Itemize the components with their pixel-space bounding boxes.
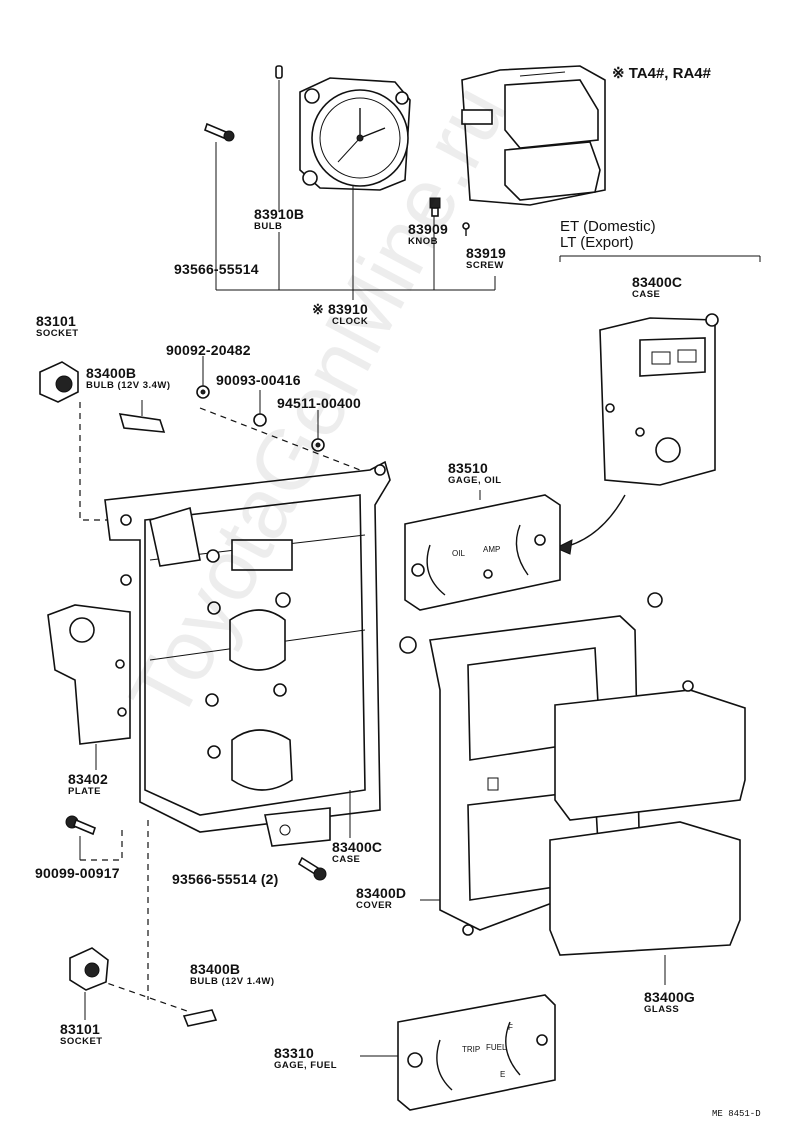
leader-lines-top <box>215 80 761 300</box>
variant-domestic: ET (Domestic) <box>560 218 656 235</box>
tiny-screw-drawing <box>462 222 470 236</box>
grommet-drawing <box>311 410 325 452</box>
part-label-90099: 90099-00917 <box>35 865 120 881</box>
variant-export: LT (Export) <box>560 234 634 251</box>
glass-drawing <box>549 680 746 985</box>
socket-top-drawing <box>39 361 79 403</box>
fuel-gauge-e-text: E <box>500 1070 505 1079</box>
part-label-90093: 90093-00416 <box>216 372 301 388</box>
arrow-line <box>559 494 626 549</box>
fuel-gauge-fuel-text: FUEL <box>486 1043 507 1052</box>
main-case-drawing <box>104 460 391 847</box>
fuel-gauge-trip-text: TRIP <box>462 1045 480 1054</box>
fuel-gauge-f-text: F <box>508 1023 513 1032</box>
clock-knob-drawing <box>429 197 441 217</box>
oil-gauge-drawing: OIL AMP <box>404 490 561 611</box>
oil-gauge-oil-text: OIL <box>452 549 465 558</box>
bulb-1w-drawing <box>182 1009 218 1027</box>
clock-module-drawing <box>461 65 606 206</box>
oil-gauge-amp-text: AMP <box>483 545 500 554</box>
small-case-drawing <box>599 313 719 486</box>
fuel-gauge-drawing: TRIP FUEL F E <box>360 994 556 1111</box>
model-note: ※ TA4#, RA4# <box>612 65 711 82</box>
clock-bulb-drawing <box>275 65 283 79</box>
bulb-3w-drawing <box>118 400 166 433</box>
screw-93566-drawing <box>297 856 327 881</box>
plate-drawing <box>47 604 131 770</box>
part-label-93566-top: 93566-55514 <box>174 261 259 277</box>
part-label-90092: 90092-20482 <box>166 342 251 358</box>
socket-bottom-drawing <box>69 947 109 1020</box>
clock-screw-drawing <box>204 122 235 142</box>
nut-drawing <box>196 356 210 399</box>
screw-90099-drawing <box>65 815 96 860</box>
arrow-head <box>554 539 573 555</box>
reference-code: ME 8451-D <box>712 1109 761 1119</box>
alignment-lines <box>79 402 361 1013</box>
part-label-93566-bottom: 93566-55514 (2) <box>172 871 279 887</box>
clock-drawing <box>299 77 411 191</box>
part-label-94511: 94511-00400 <box>277 395 361 411</box>
washer-drawing <box>253 390 267 427</box>
